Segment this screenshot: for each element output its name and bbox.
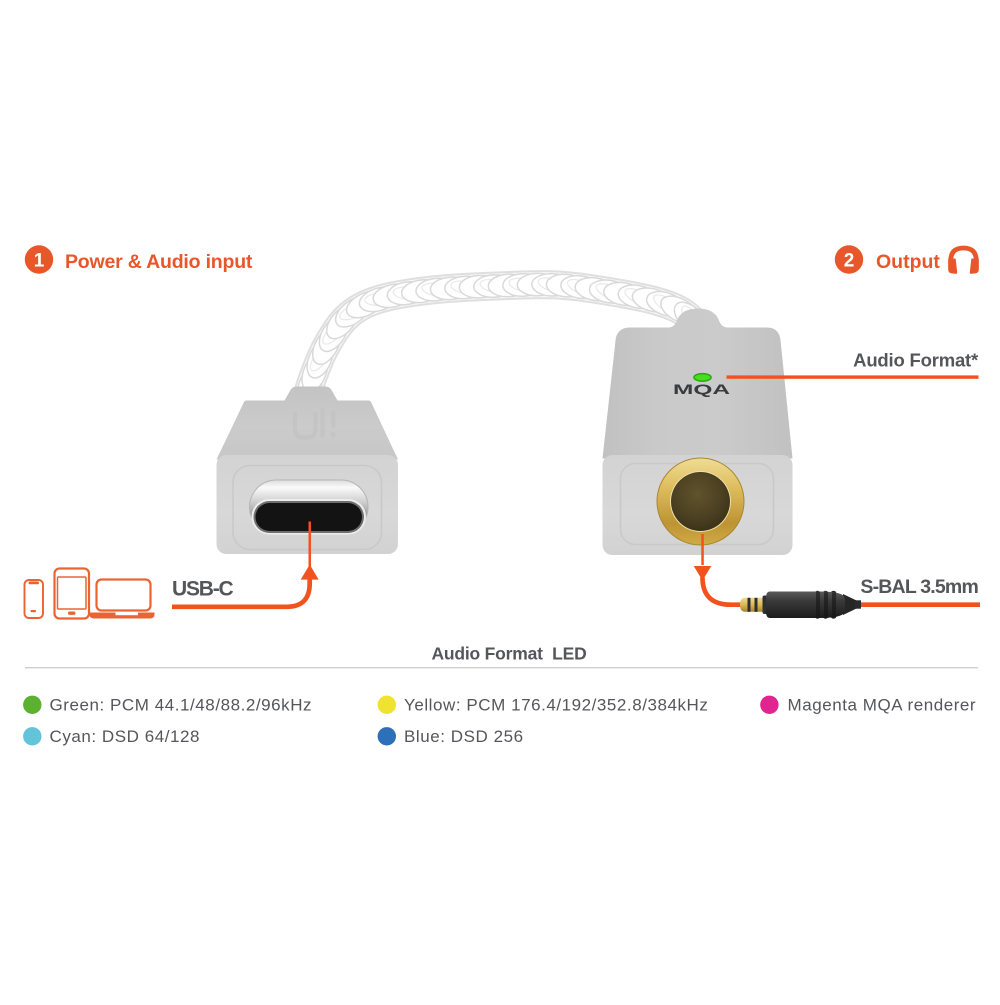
svg-text:Blue: DSD 256: Blue: DSD 256 (404, 727, 524, 746)
svg-text:2: 2 (844, 251, 855, 272)
svg-text:USB-C: USB-C (172, 578, 234, 601)
svg-text:S-BAL 3.5mm: S-BAL 3.5mm (860, 576, 978, 598)
svg-text:Yellow: PCM 176.4/192/352.8/38: Yellow: PCM 176.4/192/352.8/384kHz (404, 696, 708, 715)
svg-text:Power & Audio input: Power & Audio input (65, 251, 253, 273)
svg-text:Output: Output (876, 251, 940, 273)
svg-text:Cyan: DSD 64/128: Cyan: DSD 64/128 (50, 727, 201, 746)
svg-text:MQA: MQA (673, 382, 730, 397)
svg-text:Green: PCM 44.1/48/88.2/96kHz: Green: PCM 44.1/48/88.2/96kHz (50, 696, 313, 715)
svg-text:Audio Format LED: Audio Format LED (431, 644, 586, 664)
svg-text:1: 1 (34, 251, 45, 272)
svg-text:Magenta MQA renderer: Magenta MQA renderer (788, 696, 977, 715)
svg-text:Audio Format*: Audio Format* (853, 350, 979, 371)
